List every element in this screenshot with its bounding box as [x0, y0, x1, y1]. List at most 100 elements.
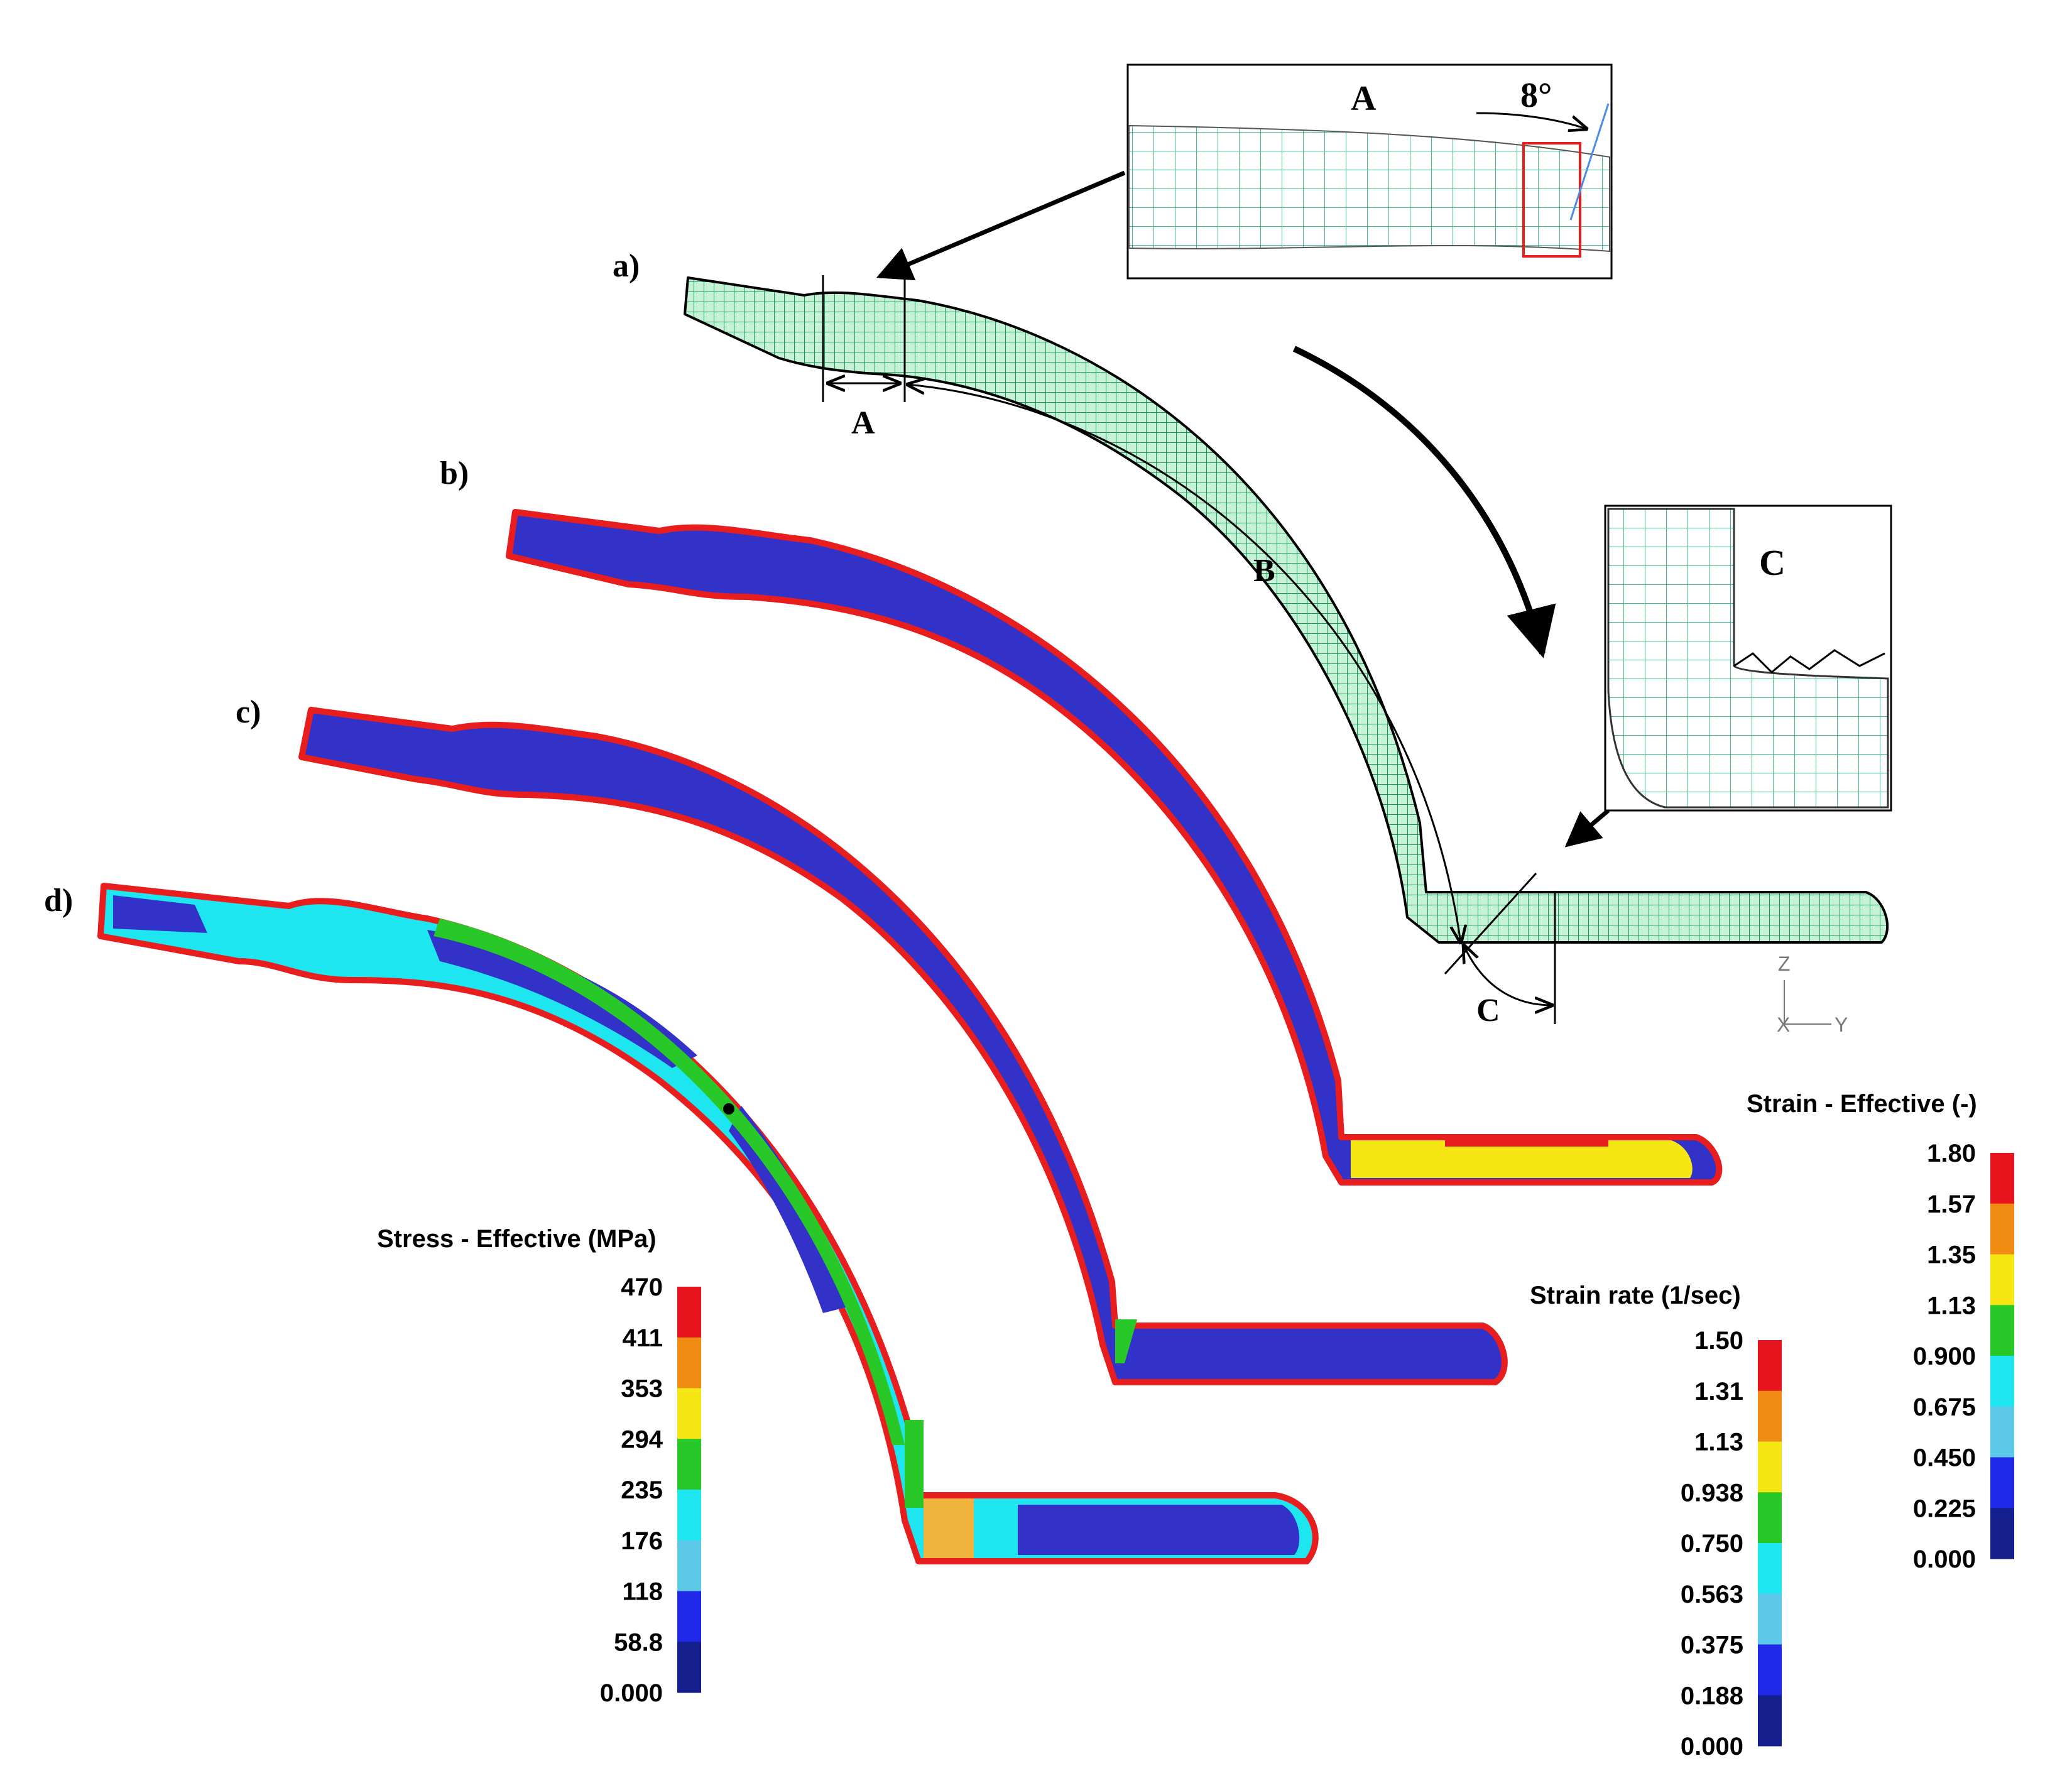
legend-color-swatch	[1758, 1390, 1782, 1442]
legend-color-swatch	[1990, 1254, 2014, 1306]
legend-color-swatch	[1990, 1406, 2014, 1458]
part-d-blue-region	[729, 1106, 848, 1313]
legend-color-swatch	[1990, 1153, 2014, 1204]
part-d	[97, 883, 1319, 1564]
legend-tick-label: 353	[621, 1375, 663, 1403]
arrow-to-zone-a	[876, 170, 1126, 281]
legend-tick-label: 0.000	[1681, 1733, 1743, 1760]
legend-tick-label: 411	[622, 1324, 663, 1352]
forming-direction-arrow	[1292, 346, 1556, 658]
legend-tick-label: 58.8	[614, 1628, 663, 1656]
part-a	[684, 275, 1889, 1024]
legend-strain-rate-title: Strain rate (1/sec)	[1530, 1282, 1741, 1309]
inset-c-label: C	[1759, 542, 1786, 583]
legend-color-swatch	[677, 1337, 701, 1388]
legend-color-swatch	[1990, 1203, 2014, 1255]
panel-label-b: b)	[440, 455, 469, 491]
legend-color-swatch	[1758, 1492, 1782, 1544]
part-d-flange-blue	[1018, 1505, 1300, 1555]
legend-tick-label: 0.375	[1681, 1632, 1743, 1659]
legend-color-swatch	[1758, 1644, 1782, 1696]
inset-c	[1604, 504, 1892, 812]
part-b-flange-yellow	[1351, 1140, 1693, 1178]
dim-c-arc	[1464, 946, 1552, 1005]
legend-tick-label: 0.938	[1681, 1479, 1743, 1507]
legend-tick-label: 0.563	[1681, 1581, 1743, 1608]
part-d-body	[97, 883, 1319, 1564]
part-d-orange-corner	[924, 1498, 974, 1558]
legend-stress-title: Stress - Effective (MPa)	[377, 1225, 657, 1253]
legend-color-swatch	[677, 1642, 701, 1693]
part-c	[298, 707, 1508, 1385]
legend-tick-label: 1.50	[1694, 1327, 1743, 1355]
part-c-corner-gradient	[1115, 1319, 1137, 1363]
inset-a-crack-line	[1569, 103, 1610, 221]
legend-tick-label: 0.188	[1681, 1682, 1743, 1710]
dimension-label-b: B	[1253, 553, 1275, 589]
part-d-blue-region	[427, 930, 697, 1068]
legend-color-swatch	[1990, 1457, 2014, 1508]
legend-color-swatch	[677, 1540, 701, 1591]
part-b-body	[506, 509, 1723, 1186]
legend-tick-label: 0.000	[1913, 1546, 1976, 1573]
legend-color-swatch	[1990, 1356, 2014, 1407]
legend-tick-label: 1.31	[1694, 1378, 1743, 1405]
legend-tick-label: 1.13	[1694, 1429, 1743, 1456]
legend-color-swatch	[1758, 1543, 1782, 1595]
inset-a-highlight-element	[1522, 142, 1581, 258]
legend-tick-label: 1.35	[1927, 1241, 1976, 1269]
legend-color-swatch	[1758, 1441, 1782, 1493]
part-b	[506, 509, 1723, 1186]
inset-a-angle-arc	[1476, 112, 1586, 129]
legend-color-swatch	[677, 1388, 701, 1439]
triad-z-label: Z	[1778, 952, 1791, 975]
inset-a-angle-label: 8°	[1520, 76, 1552, 115]
legend-tick-label: 1.57	[1927, 1191, 1976, 1218]
legend-stress-bar	[677, 1287, 701, 1693]
panel-label-d: d)	[44, 883, 73, 919]
dim-c-tick	[1444, 872, 1537, 975]
part-b-flange-red	[1445, 1138, 1608, 1147]
legend-tick-label: 0.225	[1913, 1495, 1976, 1522]
legend-color-swatch	[677, 1591, 701, 1642]
dim-b-arc	[908, 385, 1461, 942]
triad-y-label: Y	[1835, 1013, 1848, 1036]
legend-tick-label: 294	[621, 1426, 663, 1453]
legend-tick-label: 0.450	[1913, 1444, 1976, 1472]
inset-c-surface-defects	[1733, 649, 1885, 674]
inset-a-label: A	[1351, 79, 1377, 118]
part-d-blue-region	[113, 895, 207, 933]
legend-strain-rate-ticks: 1.50 1.31 1.13 0.938 0.750 0.563 0.375 0.188 0.0…	[1681, 1327, 1743, 1760]
legend-color-swatch	[1758, 1593, 1782, 1645]
legend-tick-label: 1.80	[1927, 1140, 1976, 1167]
legend-tick-label: 470	[621, 1274, 663, 1301]
dimension-label-a: A	[851, 405, 875, 441]
part-c-body	[298, 707, 1508, 1385]
legend-color-swatch	[1758, 1695, 1782, 1747]
legend-strain-title: Strain - Effective (-)	[1747, 1090, 1977, 1118]
legend-color-swatch	[677, 1490, 701, 1541]
legend-color-swatch	[1990, 1305, 2014, 1356]
legend-strain-bar	[1990, 1153, 2014, 1559]
legend-tick-label: 0.900	[1913, 1343, 1976, 1370]
legend-tick-label: 0.000	[600, 1679, 663, 1707]
panel-label-c: c)	[236, 694, 261, 730]
part-d-green-corner	[905, 1420, 924, 1508]
legend-tick-label: 176	[621, 1527, 663, 1555]
legend-tick-label: 235	[621, 1476, 663, 1504]
inset-a-mesh	[1128, 124, 1610, 253]
marker-point	[723, 1103, 734, 1115]
legend-color-swatch	[1990, 1508, 2014, 1559]
coordinate-triad	[1784, 980, 1831, 1025]
arrow-to-zone-c	[1564, 809, 1610, 848]
legend-color-swatch	[677, 1439, 701, 1490]
legend-tick-label: 0.750	[1681, 1530, 1743, 1557]
legend-color-swatch	[1758, 1340, 1782, 1392]
inset-a	[1126, 63, 1613, 280]
dimension-label-c: C	[1476, 993, 1500, 1028]
legend-tick-label: 0.675	[1913, 1393, 1976, 1421]
legend-strain-ticks: 1.801.571.351.130.9000.6750.4500.2250.00…	[1913, 1140, 1976, 1573]
inset-c-mesh	[1607, 508, 1889, 809]
